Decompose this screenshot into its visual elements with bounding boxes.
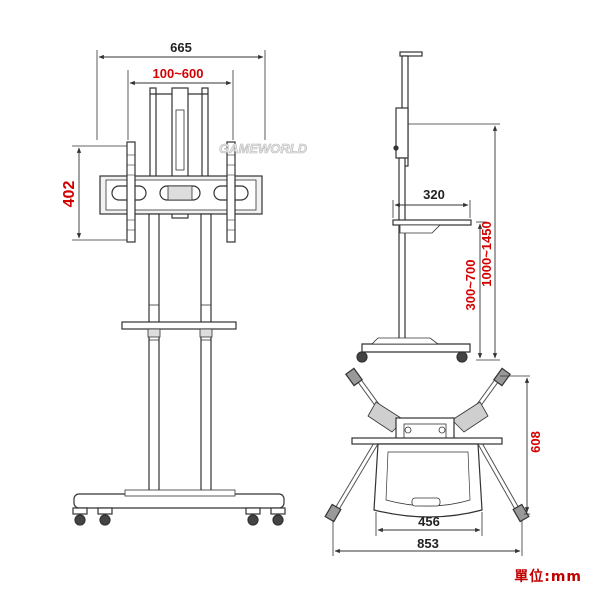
height-label: 402 <box>61 181 78 208</box>
side-view <box>356 51 500 363</box>
left-column <box>148 213 160 495</box>
side-shelf <box>392 219 472 226</box>
vesa-label: 100~600 <box>153 66 204 81</box>
top-view <box>324 367 530 556</box>
total-height-label: 1000~1450 <box>479 221 494 286</box>
side-base <box>361 343 471 353</box>
right-column <box>200 213 212 495</box>
watermark-text: GAMEWORLD <box>219 141 308 156</box>
front-shelf <box>121 321 237 330</box>
front-view <box>72 50 286 526</box>
width-dimension <box>96 50 266 140</box>
side-column <box>398 157 406 345</box>
shelf-label: 320 <box>423 187 445 202</box>
vesa-dimension <box>127 70 234 140</box>
width-label: 665 <box>170 40 192 55</box>
front-casters <box>72 507 286 526</box>
shelf-height-label: 300~700 <box>463 260 478 311</box>
tray-label: 456 <box>418 514 440 529</box>
height-dimension <box>72 145 130 241</box>
unit-label: 單位:mm <box>514 569 582 585</box>
left-vesa-arm <box>126 141 136 243</box>
depth-label: 608 <box>528 431 543 453</box>
span-label: 853 <box>417 536 439 551</box>
